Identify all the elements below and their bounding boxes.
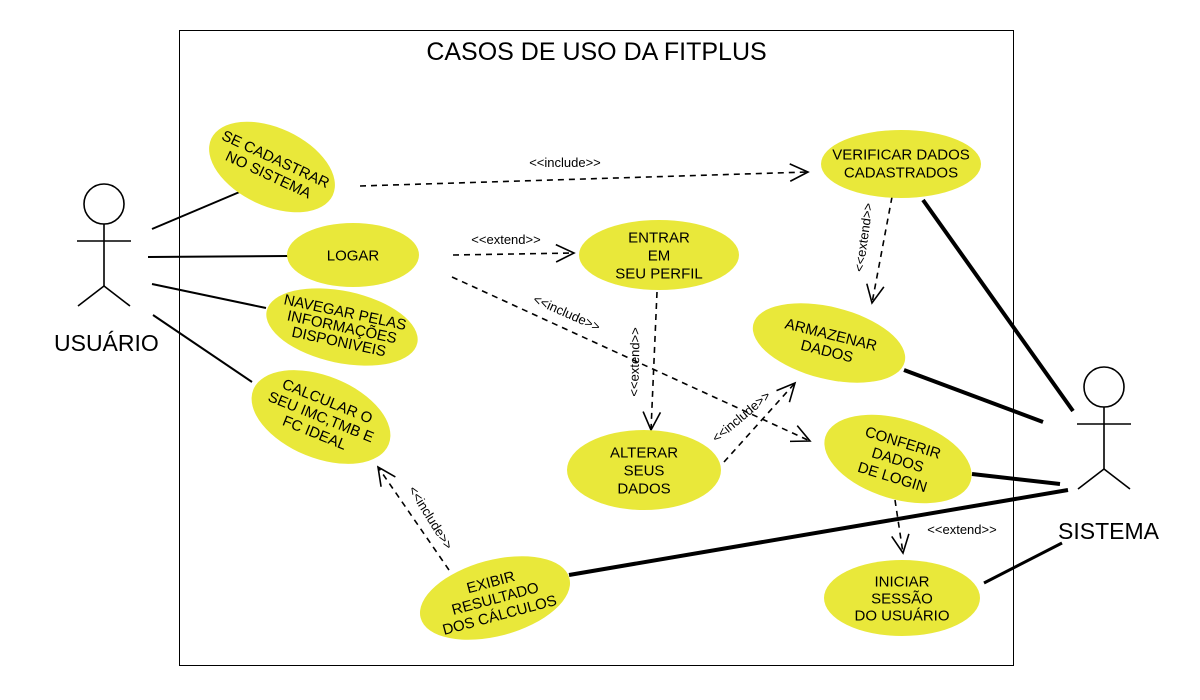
rel-include-exibir-calcular-line [377,466,450,571]
uc-cadastrar: SE CADASTRARNO SISTEMA [209,121,335,213]
assoc-usuario-logar [147,255,289,258]
assoc-usuario-calcular [152,314,253,383]
stereotype-label: <<extend>> [851,202,876,273]
actor-sistema-label: SISTEMA [1058,518,1159,544]
stereotype-label: <<extend>> [626,327,642,397]
arrowhead-icon [376,465,396,487]
uc-logar-label: LOGAR [327,247,380,264]
stereotype-label: <<extend>> [471,232,540,247]
uc-cadastrar-shape [209,121,335,213]
arrowhead-icon [555,243,576,263]
uc-conferir: CONFERIRDADOSDE LOGIN [824,414,972,504]
uc-calcular: CALCULAR OSEU IMC,TMB EFC IDEAL [251,370,391,464]
rel-extend-logar-perfil-line [452,252,575,256]
arrowhead-icon [789,425,812,443]
rel-include-cadastrar-verificar: <<include>> [359,155,810,187]
uc-exibir-label: EXIBIRRESULTADODOS CÁLCULOS [432,559,559,639]
actors [77,183,1131,490]
uc-armazenar-shape [752,303,906,383]
uc-navegar-label: NAVEGAR PELASINFORMAÇÕESDISPONIVEIS [276,291,408,363]
arrowhead-icon [789,163,810,182]
assoc-sistema-iniciar [983,541,1063,585]
diagram-title: CASOS DE USO DA FITPLUS [426,38,767,66]
actor-usuario-label: USUÁRIO [54,330,159,356]
stereotype-label: <<include>> [405,483,456,552]
uc-iniciar-shape [824,560,980,636]
uc-exibir-shape [419,556,571,640]
uc-logar-shape [287,223,419,287]
uc-alterar-shape [567,430,721,510]
rel-extend-logar-perfil: <<extend>> [452,232,576,263]
uc-conferir-shape [824,414,972,504]
rel-extend-verificar-armazenar: <<extend>> [851,196,893,305]
rel-extend-conferir-iniciar-line [894,499,904,554]
uc-entrar-perfil-shape [579,220,739,290]
stereotype-label: <<include>> [529,155,601,170]
rel-extend-perfil-alterar: <<extend>> [626,291,662,432]
uc-navegar-shape [266,288,418,366]
rel-extend-verificar-armazenar-line [871,196,893,304]
assoc-sistema-armazenar [903,368,1044,424]
rel-include-alterar-armazenar: <<include>> [709,381,797,463]
arrowhead-icon [891,533,910,555]
stereotype-label: <<include>> [709,388,773,446]
uc-armazenar: ARMAZENARDADOS [752,303,906,383]
assoc-sistema-verificar [921,198,1075,413]
rel-include-alterar-armazenar-line [723,382,796,463]
arrowhead-icon [866,283,885,305]
uc-logar: LOGAR [287,223,419,287]
assoc-sistema-conferir [971,472,1061,486]
actor-usuario-figure [77,183,131,307]
assoc-usuario-cadastrar [151,187,250,230]
association-lines [147,187,1075,585]
uc-verificar-shape [821,130,981,198]
rel-extend-conferir-iniciar: <<extend>> [891,499,997,555]
uc-navegar: NAVEGAR PELASINFORMAÇÕESDISPONIVEIS [266,288,418,366]
assoc-usuario-navegar [151,283,267,309]
assoc-sistema-exibir [568,488,1069,577]
uc-exibir: EXIBIRRESULTADODOS CÁLCULOS [419,556,571,640]
uc-calcular-shape [251,370,391,464]
rel-include-cadastrar-verificar-line [359,171,809,187]
use-cases: SE CADASTRARNO SISTEMA LOGAR NAVEGAR PELAS… [209,121,981,640]
stereotype-label: <<include>> [531,291,602,334]
arrowhead-icon [776,381,797,403]
system-boundary [179,30,1014,666]
actor-sistema-figure [1077,366,1131,490]
arrowhead-icon [642,411,662,432]
rel-extend-perfil-alterar-line [650,291,658,431]
stereotype-label: <<extend>> [927,522,996,537]
rel-include-exibir-calcular: <<include>> [376,465,456,571]
